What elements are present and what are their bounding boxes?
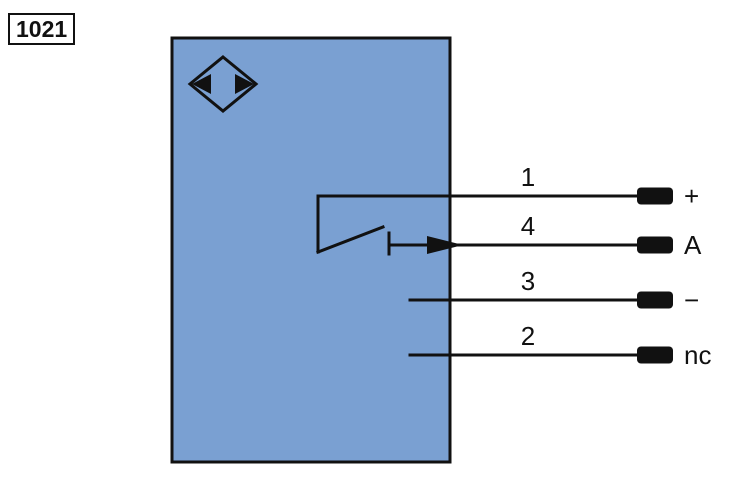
figure-number: 1021 xyxy=(16,16,68,42)
terminal-label-nc: nc xyxy=(684,340,712,370)
terminal-block-pin-4 xyxy=(637,236,673,254)
figure-number-badge: 1021 xyxy=(8,13,76,46)
sensor-body xyxy=(170,36,452,464)
terminal-block-pin-3 xyxy=(637,291,673,309)
pin-number-1: 1 xyxy=(520,162,536,192)
diamond-left-arrow-icon xyxy=(192,74,211,94)
pin-number-3: 3 xyxy=(520,266,536,296)
terminal-label-output-a: A xyxy=(684,230,702,260)
diamond-right-arrow-icon xyxy=(235,74,254,94)
pin-number-4: 4 xyxy=(520,211,536,241)
terminal-label-plus: + xyxy=(684,181,700,211)
pin-number-2: 2 xyxy=(520,321,536,351)
terminal-block-pin-1 xyxy=(637,187,673,205)
sensor-symbol-icon xyxy=(187,55,259,113)
diamond-outline xyxy=(187,55,259,113)
switch-blade xyxy=(316,225,385,254)
terminal-block-pin-2 xyxy=(637,346,673,364)
terminal-label-minus: − xyxy=(684,285,700,315)
